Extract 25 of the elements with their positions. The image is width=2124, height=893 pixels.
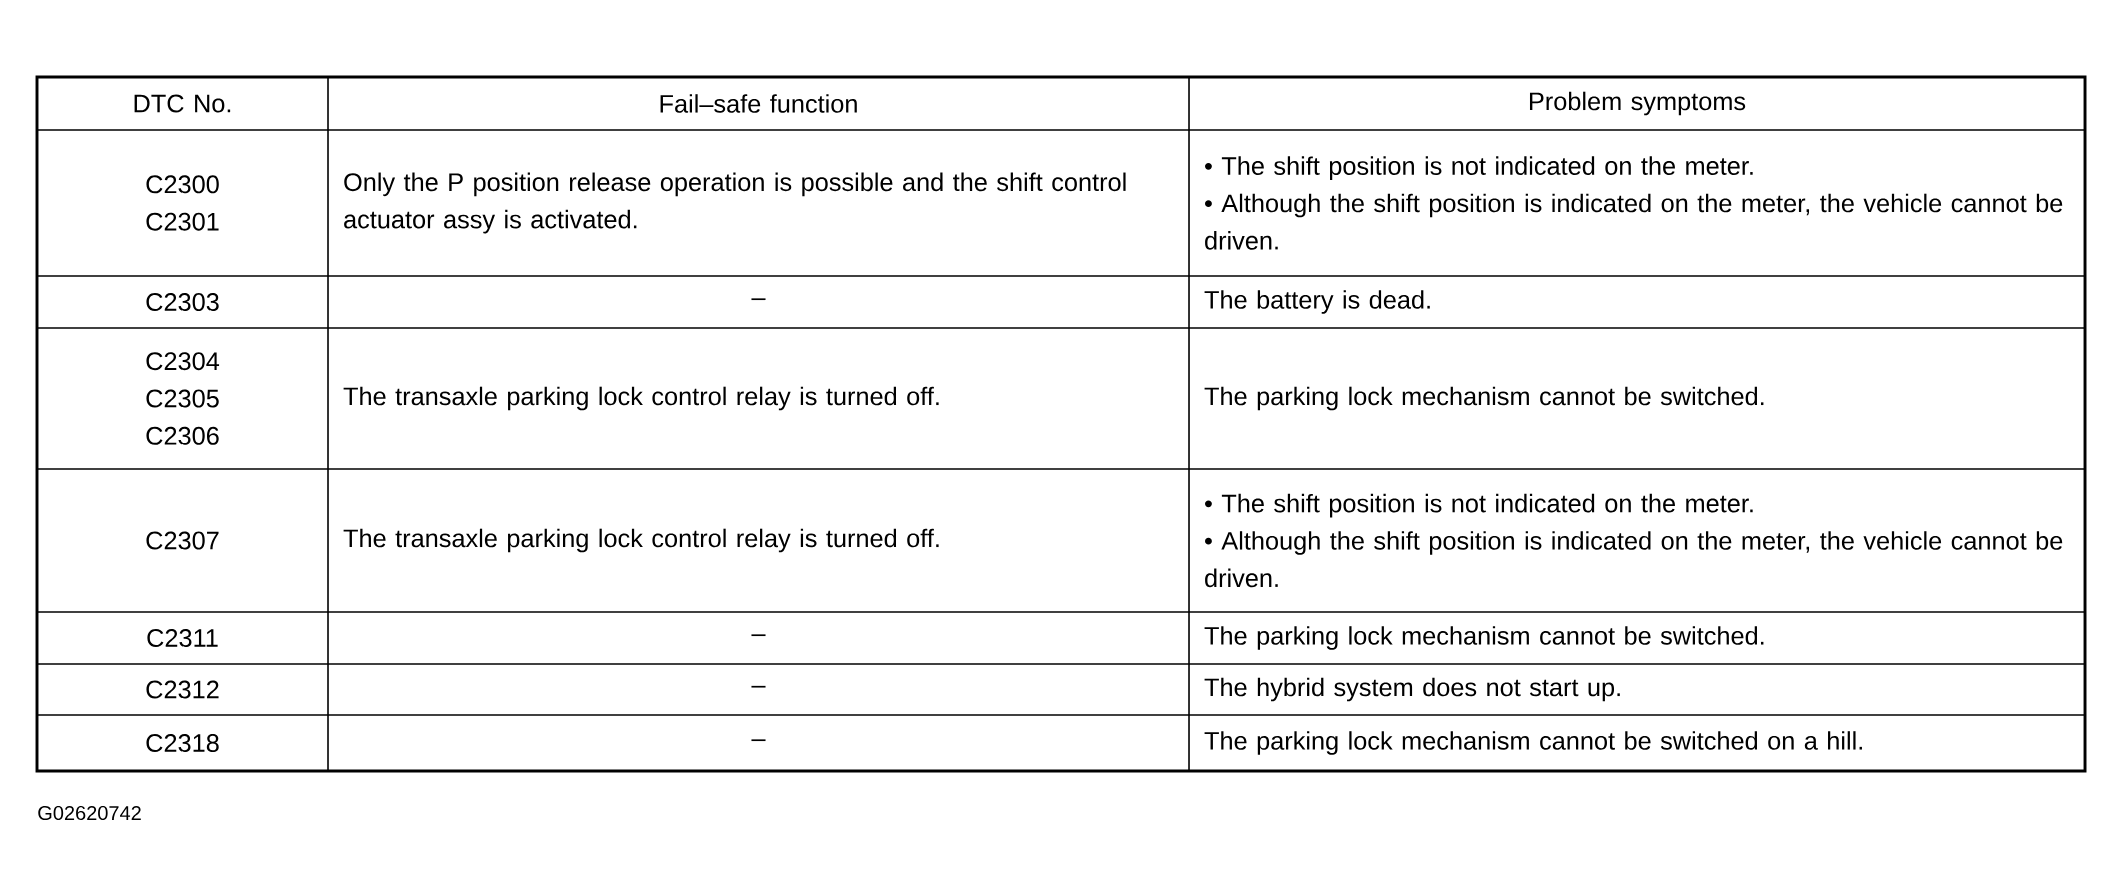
table-cell: – (751, 298, 766, 301)
table-cell: The transaxle parking lock control relay is turned off. (343, 528, 939, 553)
table-cell: C2303 (146, 293, 219, 311)
header-cell: Problem symptoms (1530, 91, 1746, 116)
table-cell: Only the P position release operation is possible and the shift control actuator assy is activated. (344, 172, 1126, 234)
table-cell: C2304 C2305 C2306 (146, 352, 220, 445)
table-cell: – (751, 685, 766, 688)
table-cell: C2300 C2301 (146, 175, 219, 231)
table-cell: The transaxle parking lock control relay is turned off. (343, 386, 939, 411)
table-cell: – (751, 739, 766, 742)
table-cell: C2318 (146, 734, 219, 752)
table-cell: C2307 (146, 531, 219, 550)
table-cell: The hybrid system does not start up. (1204, 677, 1620, 702)
table-cell: C2311 (147, 629, 218, 647)
table-cell: – (751, 634, 766, 637)
header-cell: Fail–safe function (660, 94, 857, 113)
table-cell: • The shift position is not indicated on the meter. • Although the shift position is indicated on the meter, the vehicle cannot be driven. (1205, 493, 2063, 588)
table-cell: The parking lock mechanism cannot be switched on a hill. (1204, 731, 1862, 755)
header-cell: DTC No. (134, 94, 231, 113)
table-cell: The parking lock mechanism cannot be switched. (1204, 386, 1764, 411)
table-cell: C2312 (146, 680, 219, 699)
table-cell: The battery is dead. (1204, 290, 1430, 314)
figure-id: G02620742 (38, 805, 141, 821)
table-cell: The parking lock mechanism cannot be switched. (1204, 626, 1764, 650)
table-cell: • The shift position is not indicated on the meter. • Although the shift position is indicated on the meter, the vehicle cannot be driven. (1205, 156, 2063, 250)
